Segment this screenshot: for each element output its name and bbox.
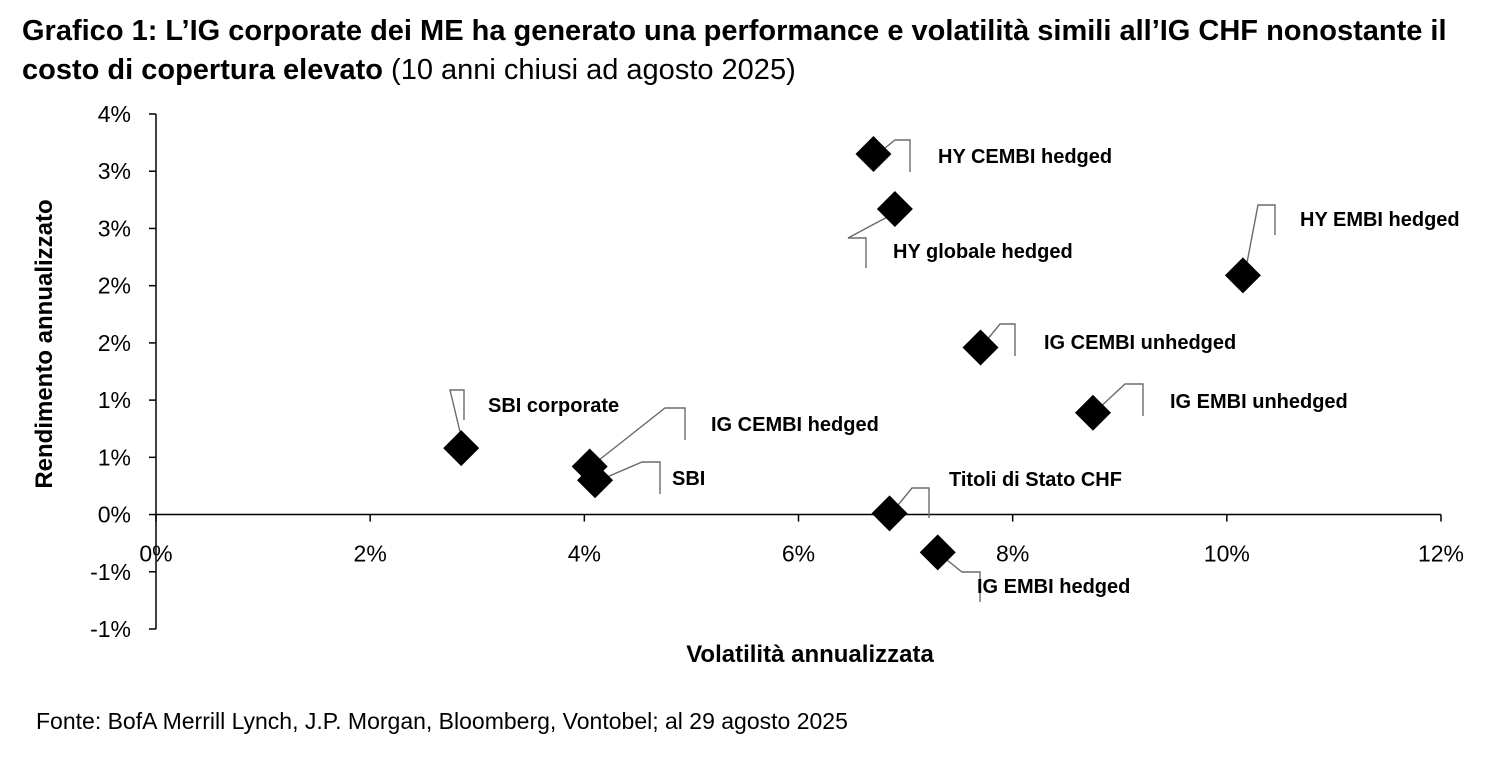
leader-line bbox=[981, 323, 1016, 356]
data-point-marker bbox=[1074, 394, 1111, 431]
chart-title: Grafico 1: L’IG corporate dei ME ha gene… bbox=[22, 12, 1482, 90]
x-tick-label: 8% bbox=[996, 541, 1029, 567]
point-label: HY CEMBI hedged bbox=[938, 146, 1112, 168]
point-label: IG EMBI unhedged bbox=[1170, 391, 1348, 413]
x-tick-label: 12% bbox=[1418, 541, 1464, 567]
point-label: SBI corporate bbox=[488, 395, 619, 417]
leader-line bbox=[847, 213, 894, 268]
data-point-marker bbox=[871, 495, 908, 532]
label-leader-lines bbox=[449, 139, 1276, 602]
point-label: SBI bbox=[672, 468, 705, 490]
scatter-chart: 4% 3% 3% 2% 2% 1% 1% 0% -1% -1% 0% 2% 4% 6% 8% 10% 12% H… bbox=[31, 101, 1464, 668]
leader-line bbox=[1245, 204, 1276, 269]
y-tick-label: -1% bbox=[90, 559, 131, 585]
point-label: HY globale hedged bbox=[893, 241, 1073, 263]
x-tick-label: 4% bbox=[568, 541, 601, 567]
x-tick-label: 10% bbox=[1204, 541, 1250, 567]
y-tick-label: 2% bbox=[98, 330, 131, 356]
x-axis-title: Volatilità annualizzata bbox=[686, 641, 934, 668]
y-axis-title: Rendimento annualizzato bbox=[31, 199, 58, 488]
leader-line bbox=[879, 139, 911, 172]
y-tick-label: 3% bbox=[98, 158, 131, 184]
data-point-marker bbox=[919, 534, 956, 571]
data-point-marker bbox=[443, 430, 480, 467]
x-tick-label: 2% bbox=[354, 541, 387, 567]
point-label: IG CEMBI hedged bbox=[711, 414, 879, 436]
data-point-marker bbox=[962, 329, 999, 366]
point-label: IG CEMBI unhedged bbox=[1044, 332, 1236, 354]
leader-line bbox=[941, 555, 981, 602]
data-point-marker bbox=[577, 462, 614, 499]
x-tick-label: 0% bbox=[139, 541, 172, 567]
y-tick-label: 2% bbox=[98, 273, 131, 299]
y-tick-label: 1% bbox=[98, 444, 131, 470]
y-tick-label: -1% bbox=[90, 616, 131, 642]
chart-title-main: Grafico 1: L’IG corporate dei ME ha gene… bbox=[22, 15, 1447, 86]
y-tick-label: 4% bbox=[98, 101, 131, 127]
point-label: HY EMBI hedged bbox=[1300, 209, 1460, 231]
data-points bbox=[443, 136, 1261, 571]
y-tick-label: 1% bbox=[98, 387, 131, 413]
leader-line bbox=[1096, 383, 1144, 416]
y-tick-label: 3% bbox=[98, 215, 131, 241]
leader-line bbox=[599, 461, 661, 494]
chart-axes: 4% 3% 3% 2% 2% 1% 1% 0% -1% -1% 0% 2% 4% 6% 8% 10% 12% bbox=[90, 101, 1464, 642]
data-point-marker bbox=[876, 190, 913, 227]
leader-line bbox=[593, 407, 686, 465]
source-note: Fonte: BofA Merrill Lynch, J.P. Morgan, … bbox=[36, 708, 848, 734]
leader-line bbox=[449, 389, 465, 441]
data-point-marker bbox=[1224, 257, 1261, 294]
leader-line bbox=[893, 487, 930, 518]
y-tick-label: 0% bbox=[98, 502, 131, 528]
point-label: Titoli di Stato CHF bbox=[949, 469, 1122, 491]
point-labels: HY CEMBI hedged HY globale hedged HY EMBI … bbox=[488, 146, 1460, 598]
chart-title-period: (10 anni chiusi ad agosto 2025) bbox=[383, 54, 796, 86]
point-label: IG EMBI hedged bbox=[977, 576, 1130, 598]
data-point-marker bbox=[855, 136, 892, 173]
x-tick-label: 6% bbox=[782, 541, 815, 567]
